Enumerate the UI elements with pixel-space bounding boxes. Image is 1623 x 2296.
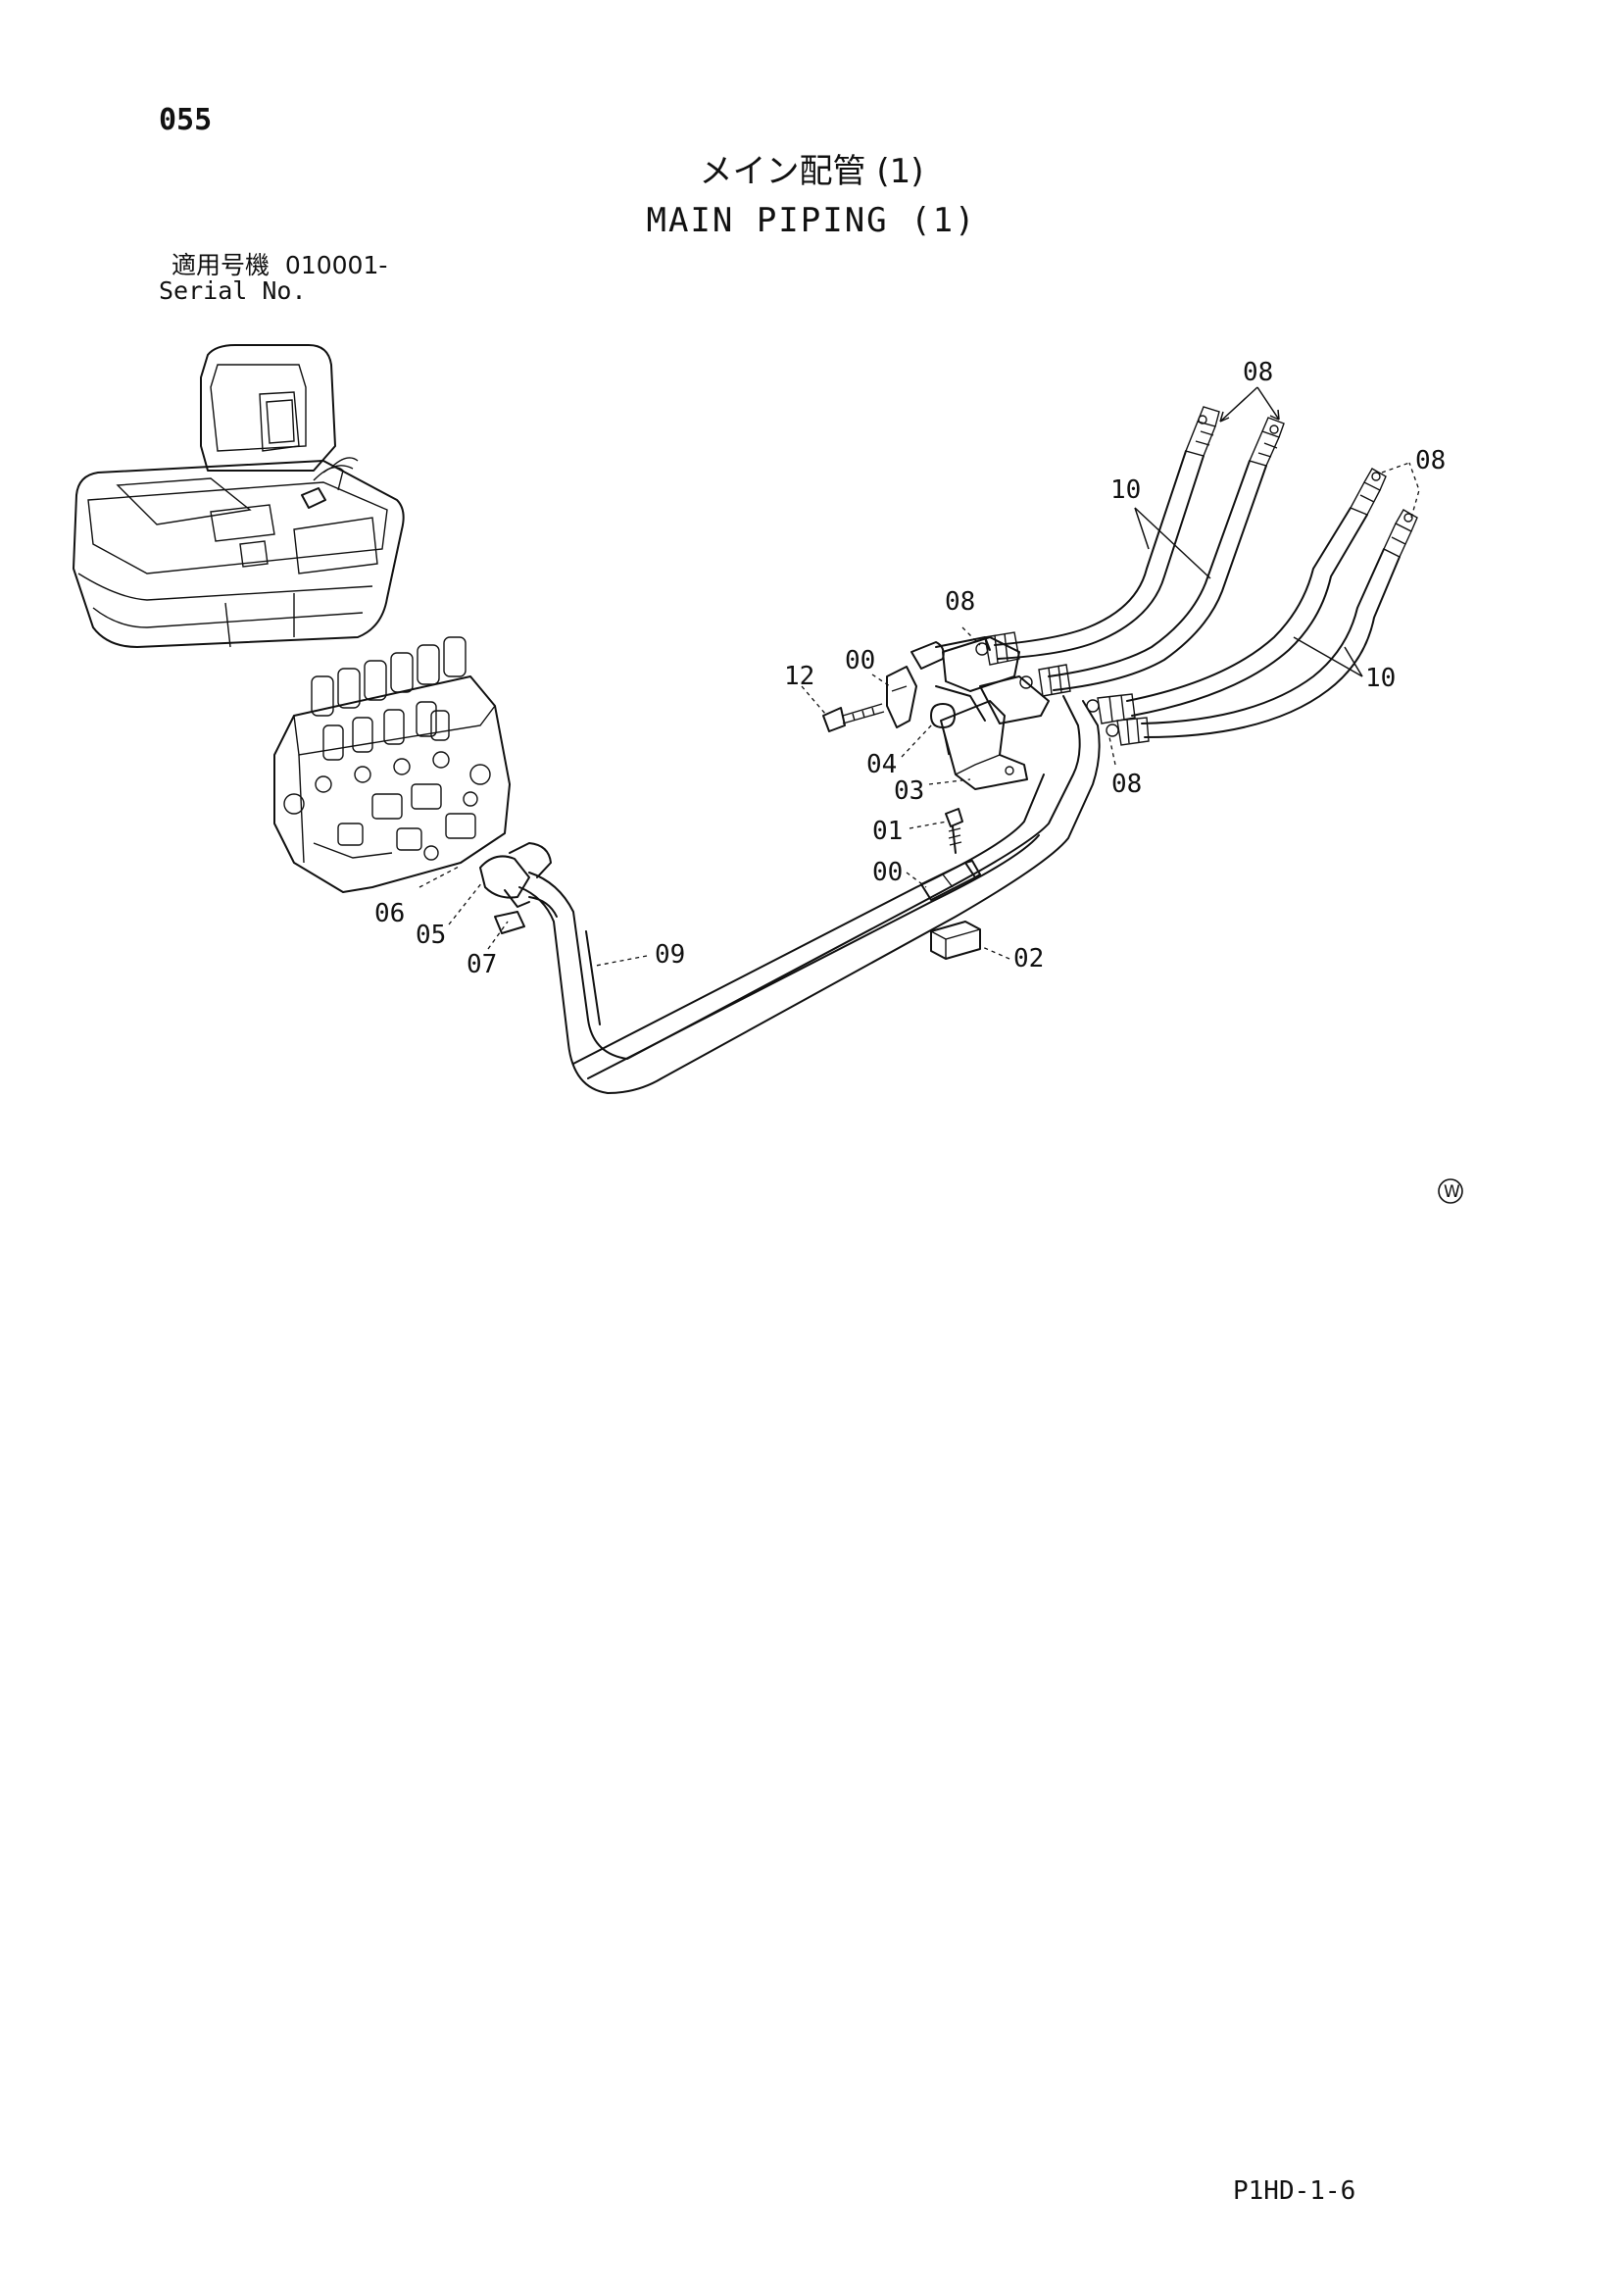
clamp-block <box>930 921 981 960</box>
serial-label-japanese: 適用号機 010001- <box>172 253 387 277</box>
callout-08-mid: 08 <box>945 587 975 617</box>
serial-value: 010001- <box>284 251 388 279</box>
serial-label-jp-text: 適用号機 <box>172 251 270 279</box>
callout-02: 02 <box>1013 944 1044 973</box>
w-mark-letter: W <box>1444 1182 1460 1202</box>
callout-05: 05 <box>416 921 446 950</box>
leader-lines <box>418 386 1420 967</box>
callout-08-right: 08 <box>1415 446 1446 475</box>
callout-12: 12 <box>784 662 814 691</box>
callout-07: 07 <box>467 950 497 979</box>
copyright-w-mark: W <box>1438 1178 1463 1204</box>
page-number: 055 <box>159 103 213 137</box>
main-pipe-lines <box>479 695 1101 1094</box>
callout-04: 04 <box>866 750 897 779</box>
pipe-bracket-assembly <box>822 636 1050 790</box>
callout-08-top: 08 <box>1243 358 1273 387</box>
page-title-japanese: メイン配管 (1) <box>699 152 924 191</box>
serial-label-english: Serial No. <box>159 276 307 305</box>
hoses <box>975 406 1418 746</box>
pipe-clamp <box>920 860 981 901</box>
callout-00-top: 00 <box>845 646 875 675</box>
callout-09: 09 <box>655 940 685 970</box>
callout-06: 06 <box>374 899 405 928</box>
callout-10-top: 10 <box>1110 475 1141 505</box>
callout-labels: 08 08 10 10 08 12 00 04 03 08 01 00 02 0… <box>374 358 1446 979</box>
callout-00-mid: 00 <box>872 858 903 887</box>
control-valve-illustration <box>273 636 511 893</box>
page-title-english: MAIN PIPING (1) <box>646 201 977 240</box>
footer-reference-code: P1HD-1-6 <box>1233 2176 1356 2206</box>
machine-overview-illustration <box>73 344 405 648</box>
callout-01: 01 <box>872 817 903 846</box>
bolt-01 <box>945 808 963 854</box>
callout-08-lower: 08 <box>1111 770 1142 799</box>
callout-03: 03 <box>894 776 924 806</box>
callout-10-right: 10 <box>1365 664 1396 693</box>
